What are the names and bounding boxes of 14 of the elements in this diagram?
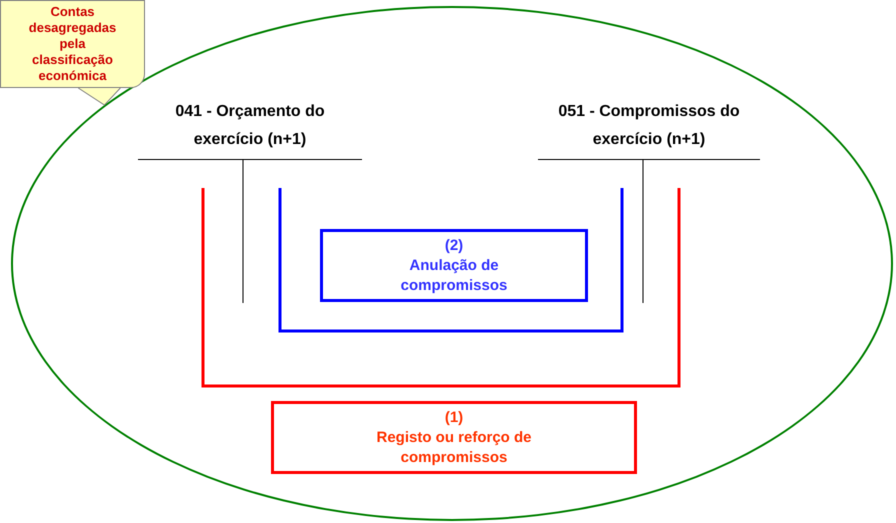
bracket-line bbox=[202, 188, 680, 388]
bracket-line bbox=[278, 188, 624, 332]
callout-text: Contas desagregadas pela classificação económica bbox=[28, 4, 118, 84]
entry-box bbox=[271, 401, 637, 474]
account-title: 041 - Orçamento do exercício (n+1) bbox=[174, 102, 326, 150]
entry-number: (2) bbox=[444, 236, 464, 256]
account-title: 051 - Compromissos do exercício (n+1) bbox=[557, 102, 741, 150]
callout-bubble bbox=[0, 0, 145, 88]
entry-box bbox=[320, 229, 588, 302]
entry-label: Registo ou reforço de compromissos bbox=[375, 428, 533, 468]
entry-label: Anulação de compromissos bbox=[400, 256, 508, 296]
callout-pointer bbox=[78, 88, 121, 106]
entry-number: (1) bbox=[444, 408, 464, 428]
ellipse-outline bbox=[11, 6, 893, 521]
